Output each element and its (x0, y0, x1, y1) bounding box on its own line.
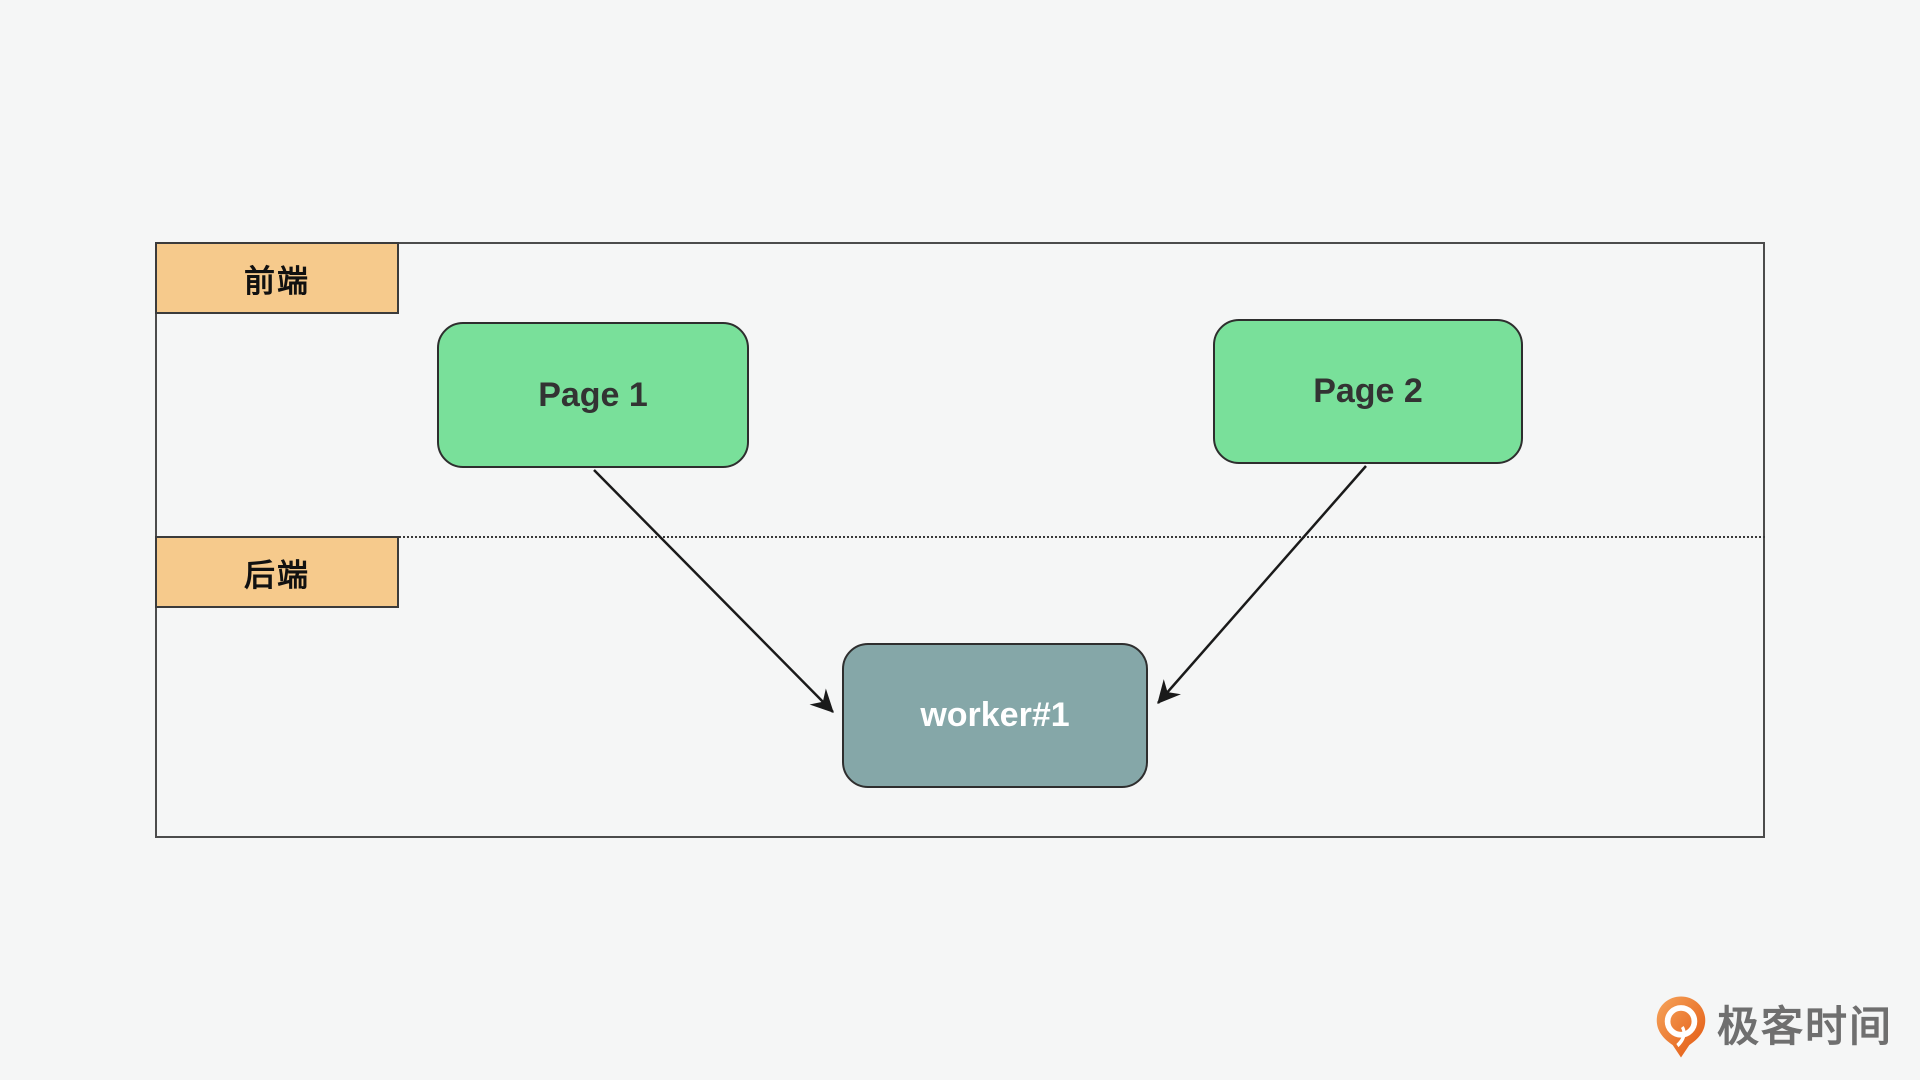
brand-logo: 极客时间 (1655, 995, 1893, 1059)
node-page1: Page 1 (437, 322, 749, 468)
node-page2: Page 2 (1213, 319, 1523, 464)
node-page1-label: Page 1 (538, 375, 648, 414)
lane-label-backend: 后端 (155, 536, 399, 608)
node-page2-label: Page 2 (1313, 372, 1423, 410)
node-worker1: worker#1 (842, 643, 1148, 788)
lane-label-frontend-text: 前端 (244, 263, 310, 299)
lane-label-frontend: 前端 (155, 242, 399, 314)
brand-logo-text: 极客时间 (1717, 1003, 1894, 1050)
node-worker1-label: worker#1 (920, 696, 1070, 734)
lane-label-backend-text: 后端 (244, 557, 310, 593)
geektime-pin-icon (1656, 996, 1706, 1058)
lane-divider (155, 536, 1765, 538)
